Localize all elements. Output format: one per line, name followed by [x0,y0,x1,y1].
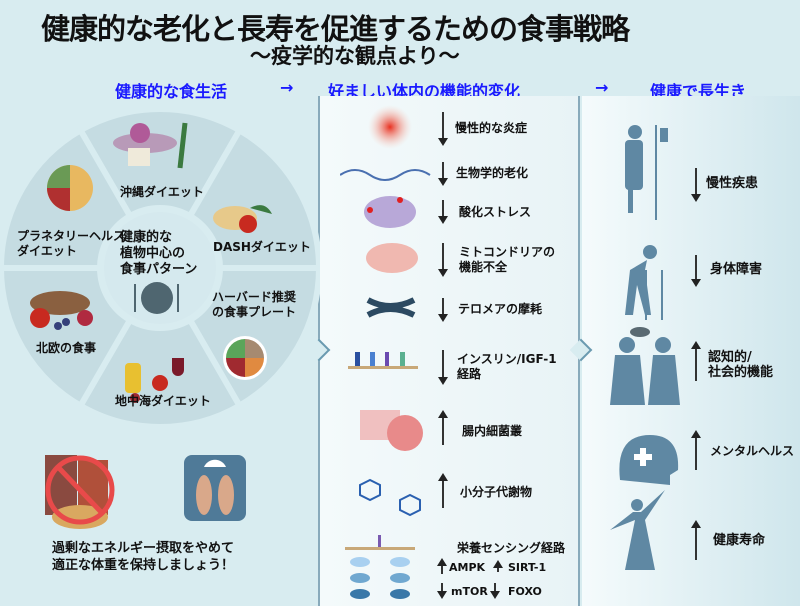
segment-mediterranean: 地中海ダイエット [115,394,211,408]
arrow-up-icon [438,473,448,508]
change-gut-microbiota: 腸内細菌叢 [462,424,523,438]
header-arrow-1: → [280,78,294,97]
arrow-down-icon [438,112,448,146]
arrow-down-icon [437,583,447,599]
outcome-mental-health: メンタルヘルス [710,444,795,458]
inflammation-icon [368,105,412,149]
mechanism-icons [340,105,431,599]
pie-chart-icon [47,165,93,211]
signaling-icon [345,535,415,599]
gut-icon [360,410,423,451]
arrow-up-icon [437,558,447,574]
arrow-up-icon [691,520,701,560]
dash-food-icon [213,205,272,233]
chromosome-icon [366,297,416,318]
change-biological-aging: 生物学的老化 [456,166,529,180]
arrow-down-icon [691,168,701,202]
sensing-sirt1: SIRT-1 [508,561,547,574]
change-line: 機能不全 [459,260,508,274]
change-mitochondria: ミトコンドリアの機能不全 [459,245,555,275]
segment-line: の食事プレート [212,305,297,319]
segment-line: ダイエット [17,244,77,258]
sensing-ampk: AMPK [449,561,486,574]
diet-wheel [0,108,320,428]
middle-panel [318,96,580,606]
no-junk-food-icon [45,455,115,529]
change-oxidative-stress: 酸化ストレス [459,205,532,219]
arrow-down-icon [490,583,500,599]
change-line: インスリン/IGF-1 [457,352,557,366]
dna-icon [340,169,431,181]
outcome-line: 社会的機能 [708,365,774,380]
header-arrow-2: → [595,78,609,97]
receptor-icon [348,352,418,369]
nordic-food-icon [30,291,93,330]
arrow-down-icon [438,350,448,385]
patient-iv-icon [625,125,668,220]
segment-line: プラネタリーヘルス [17,229,126,243]
segment-dash: DASHダイエット [213,240,311,254]
advice-text: 過剰なエネルギー摂取をやめて適正な体重を保持しましょう！ [52,540,234,574]
main-title: 健康的な老化と長寿を促進するための食事戦略 [40,12,630,46]
change-line: 経路 [457,367,482,381]
mitochondria-icon [366,243,418,273]
change-line: ミトコンドリアの [459,245,556,259]
dancer-icon [610,490,665,570]
change-nutrient-sensing: 栄養センシング経路 [457,541,566,555]
arrow-up-icon [691,341,701,381]
change-metabolites: 小分子代謝物 [460,485,533,499]
outcome-cognitive-social: 認知的/社会的機能 [708,350,773,380]
advice-line: 適正な体重を保持しましょう！ [52,558,235,573]
outcome-chronic-disease: 慢性疾患 [706,176,759,191]
subtitle: ～疫学的な観点より～ [250,44,460,68]
arrow-down-icon [438,162,448,186]
plate-icon [134,282,179,314]
segment-line: ハーバード推奨 [212,290,296,304]
wheel-center-line: 植物中心の [120,246,186,261]
change-inflammation: 慢性的な炎症 [455,121,528,135]
cell-icon [364,196,416,228]
wheel-center-line: 食事パターン [120,262,198,277]
molecule-icon [359,478,421,517]
sensing-mtor: mTOR [451,585,488,598]
conversation-icon [610,327,680,405]
change-telomere: テロメアの摩耗 [458,302,543,316]
mental-health-icon [619,435,679,485]
weight-scale-icon [184,455,246,521]
mediterranean-food-icon [125,358,184,403]
arrow-up-icon [493,560,503,572]
arrow-up-icon [691,430,701,470]
arrow-down-icon [691,255,701,287]
segment-harvard: ハーバード推奨の食事プレート [212,290,296,320]
advice-line: 過剰なエネルギー摂取をやめて [52,541,235,556]
healthy-plate-icon [223,336,267,380]
sweet-potato-icon [113,122,188,169]
outcome-line: 認知的/ [708,350,752,365]
arrow-down-icon [438,243,448,277]
outcome-disability: 身体障害 [710,262,763,277]
arrow-up-icon [438,410,448,445]
segment-okinawa: 沖縄ダイエット [120,185,204,199]
outcome-healthy-lifespan: 健康寿命 [713,533,766,548]
wheel-center-label: 健康的な植物中心の食事パターン [120,230,197,278]
wheel-center-line: 健康的な [120,230,173,245]
walker-icon [625,245,663,320]
segment-nordic: 北欧の食事 [36,341,97,355]
sensing-foxo: FOXO [508,585,542,598]
segment-planetary-health: プラネタリーヘルスダイエット [17,229,125,259]
outcome-figures [610,125,680,570]
arrow-down-icon [438,298,448,322]
arrow-down-icon [438,200,448,224]
header-healthy-diet: 健康的な食生活 [115,82,228,101]
